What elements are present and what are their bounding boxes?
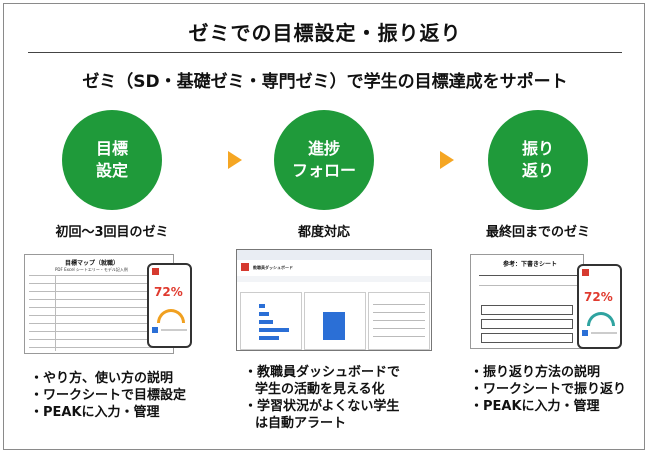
slide-frame	[3, 3, 645, 450]
step-caption-1: 初回〜3回目のゼミ	[55, 225, 169, 240]
bullet-continuation: は自動アラート	[255, 416, 347, 431]
reflection-worksheet-image: 参考：下書きシート	[470, 254, 584, 349]
bullet: ・学習状況がよくない学生	[244, 399, 400, 414]
sheet-subtitle: PDF Excel シートエリー・モデル記入例	[55, 267, 128, 272]
step-circle-reflection: 振り 返り	[488, 110, 588, 210]
sheet-title: 参考：下書きシート	[503, 261, 558, 268]
step-circle-goal-setting: 目標 設定	[62, 110, 162, 210]
dashboard-title: 教職員ダッシュボード	[253, 265, 293, 270]
progress-percent: 72%	[154, 285, 183, 299]
sheet-title: 目標マップ（就職）	[65, 260, 120, 267]
step-caption-2: 都度対応	[297, 225, 350, 240]
page-title: ゼミでの目標設定・振り返り	[188, 21, 462, 45]
step-caption-3: 最終回までのゼミ	[485, 225, 590, 240]
arrow-icon	[228, 151, 242, 169]
page-subtitle: ゼミ（SD・基礎ゼミ・専門ゼミ）で学生の目標達成をサポート	[82, 72, 568, 92]
title-divider	[28, 52, 622, 53]
bullet: ・やり方、使い方の説明	[30, 371, 174, 386]
bullet: ・PEAKに入力・管理	[470, 399, 600, 414]
bullet: ・教職員ダッシュボードで	[244, 365, 401, 380]
bullet: ・振り返り方法の説明	[470, 365, 601, 380]
bullet: ・PEAKに入力・管理	[30, 405, 160, 420]
step-2-bullets: ・教職員ダッシュボードで 学生の活動を見える化 ・学習状況がよくない学生 は自動…	[244, 364, 400, 432]
bullet-continuation: 学生の活動を見える化	[255, 382, 385, 397]
step-circle-progress-follow: 進捗 フォロー	[274, 110, 374, 210]
step-3-bullets: ・振り返り方法の説明 ・ワークシートで振り返り ・PEAKに入力・管理	[470, 364, 626, 415]
progress-percent: 72%	[584, 290, 613, 304]
phone-screenshot: 72%	[147, 263, 192, 348]
step-1-bullets: ・やり方、使い方の説明 ・ワークシートで目標設定 ・PEAKに入力・管理	[30, 370, 186, 421]
staff-dashboard-image: 教職員ダッシュボード	[236, 249, 432, 351]
arrow-icon	[440, 151, 454, 169]
bullet: ・ワークシートで目標設定	[30, 388, 187, 403]
bullet: ・ワークシートで振り返り	[470, 382, 627, 397]
phone-screenshot: 72%	[577, 264, 622, 349]
